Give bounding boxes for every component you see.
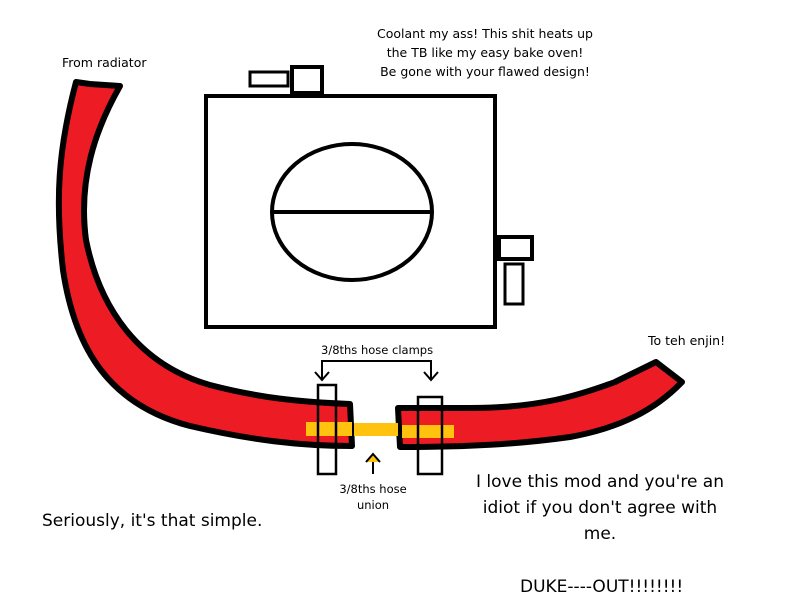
love-mod-line: idiot if you don't agree with bbox=[482, 498, 718, 518]
coolant-port-top-small bbox=[248, 70, 290, 88]
hose-union-label-line: union bbox=[356, 498, 390, 512]
hose-clamp-left bbox=[316, 383, 338, 476]
union-inner-left bbox=[306, 422, 352, 436]
love-mod-line: me. bbox=[583, 524, 617, 544]
coolant-port-side-stub bbox=[503, 262, 525, 306]
hose-from-radiator bbox=[55, 79, 355, 449]
from-radiator-label: From radiator bbox=[62, 55, 147, 70]
hose-union-label: 3/8ths hose union bbox=[328, 481, 418, 513]
hose-clamp-right bbox=[416, 395, 444, 476]
coolant-port-side bbox=[497, 235, 534, 261]
love-mod-line: I love this mod and you're an bbox=[475, 472, 724, 492]
rant-line: Be gone with your flawed design! bbox=[380, 64, 590, 79]
coolant-port-top bbox=[290, 65, 324, 95]
rant-annotation: Coolant my ass! This shit heats up the T… bbox=[360, 24, 610, 81]
arrow-head-right bbox=[423, 371, 439, 382]
signoff-caption: DUKE----OUT!!!!!!!! bbox=[520, 577, 684, 597]
simple-caption: Seriously, it's that simple. bbox=[42, 511, 263, 531]
hose-to-engine bbox=[395, 359, 685, 450]
rant-line: Coolant my ass! This shit heats up bbox=[377, 26, 593, 41]
union-inner-right bbox=[402, 425, 454, 438]
love-mod-caption: I love this mod and you're an idiot if y… bbox=[470, 469, 730, 547]
hose-clamps-label: 3/8ths hose clamps bbox=[321, 343, 434, 357]
union-pointer-arrow bbox=[365, 452, 381, 474]
to-engine-label: To teh enjin! bbox=[648, 333, 726, 348]
arrow-head-left bbox=[314, 371, 330, 382]
union-center bbox=[354, 423, 398, 436]
rant-line: the TB like my easy bake oven! bbox=[386, 45, 584, 60]
clamp-pointer bbox=[314, 360, 439, 382]
hose-union-label-line: 3/8ths hose bbox=[339, 482, 407, 496]
throttle-body bbox=[204, 65, 534, 329]
